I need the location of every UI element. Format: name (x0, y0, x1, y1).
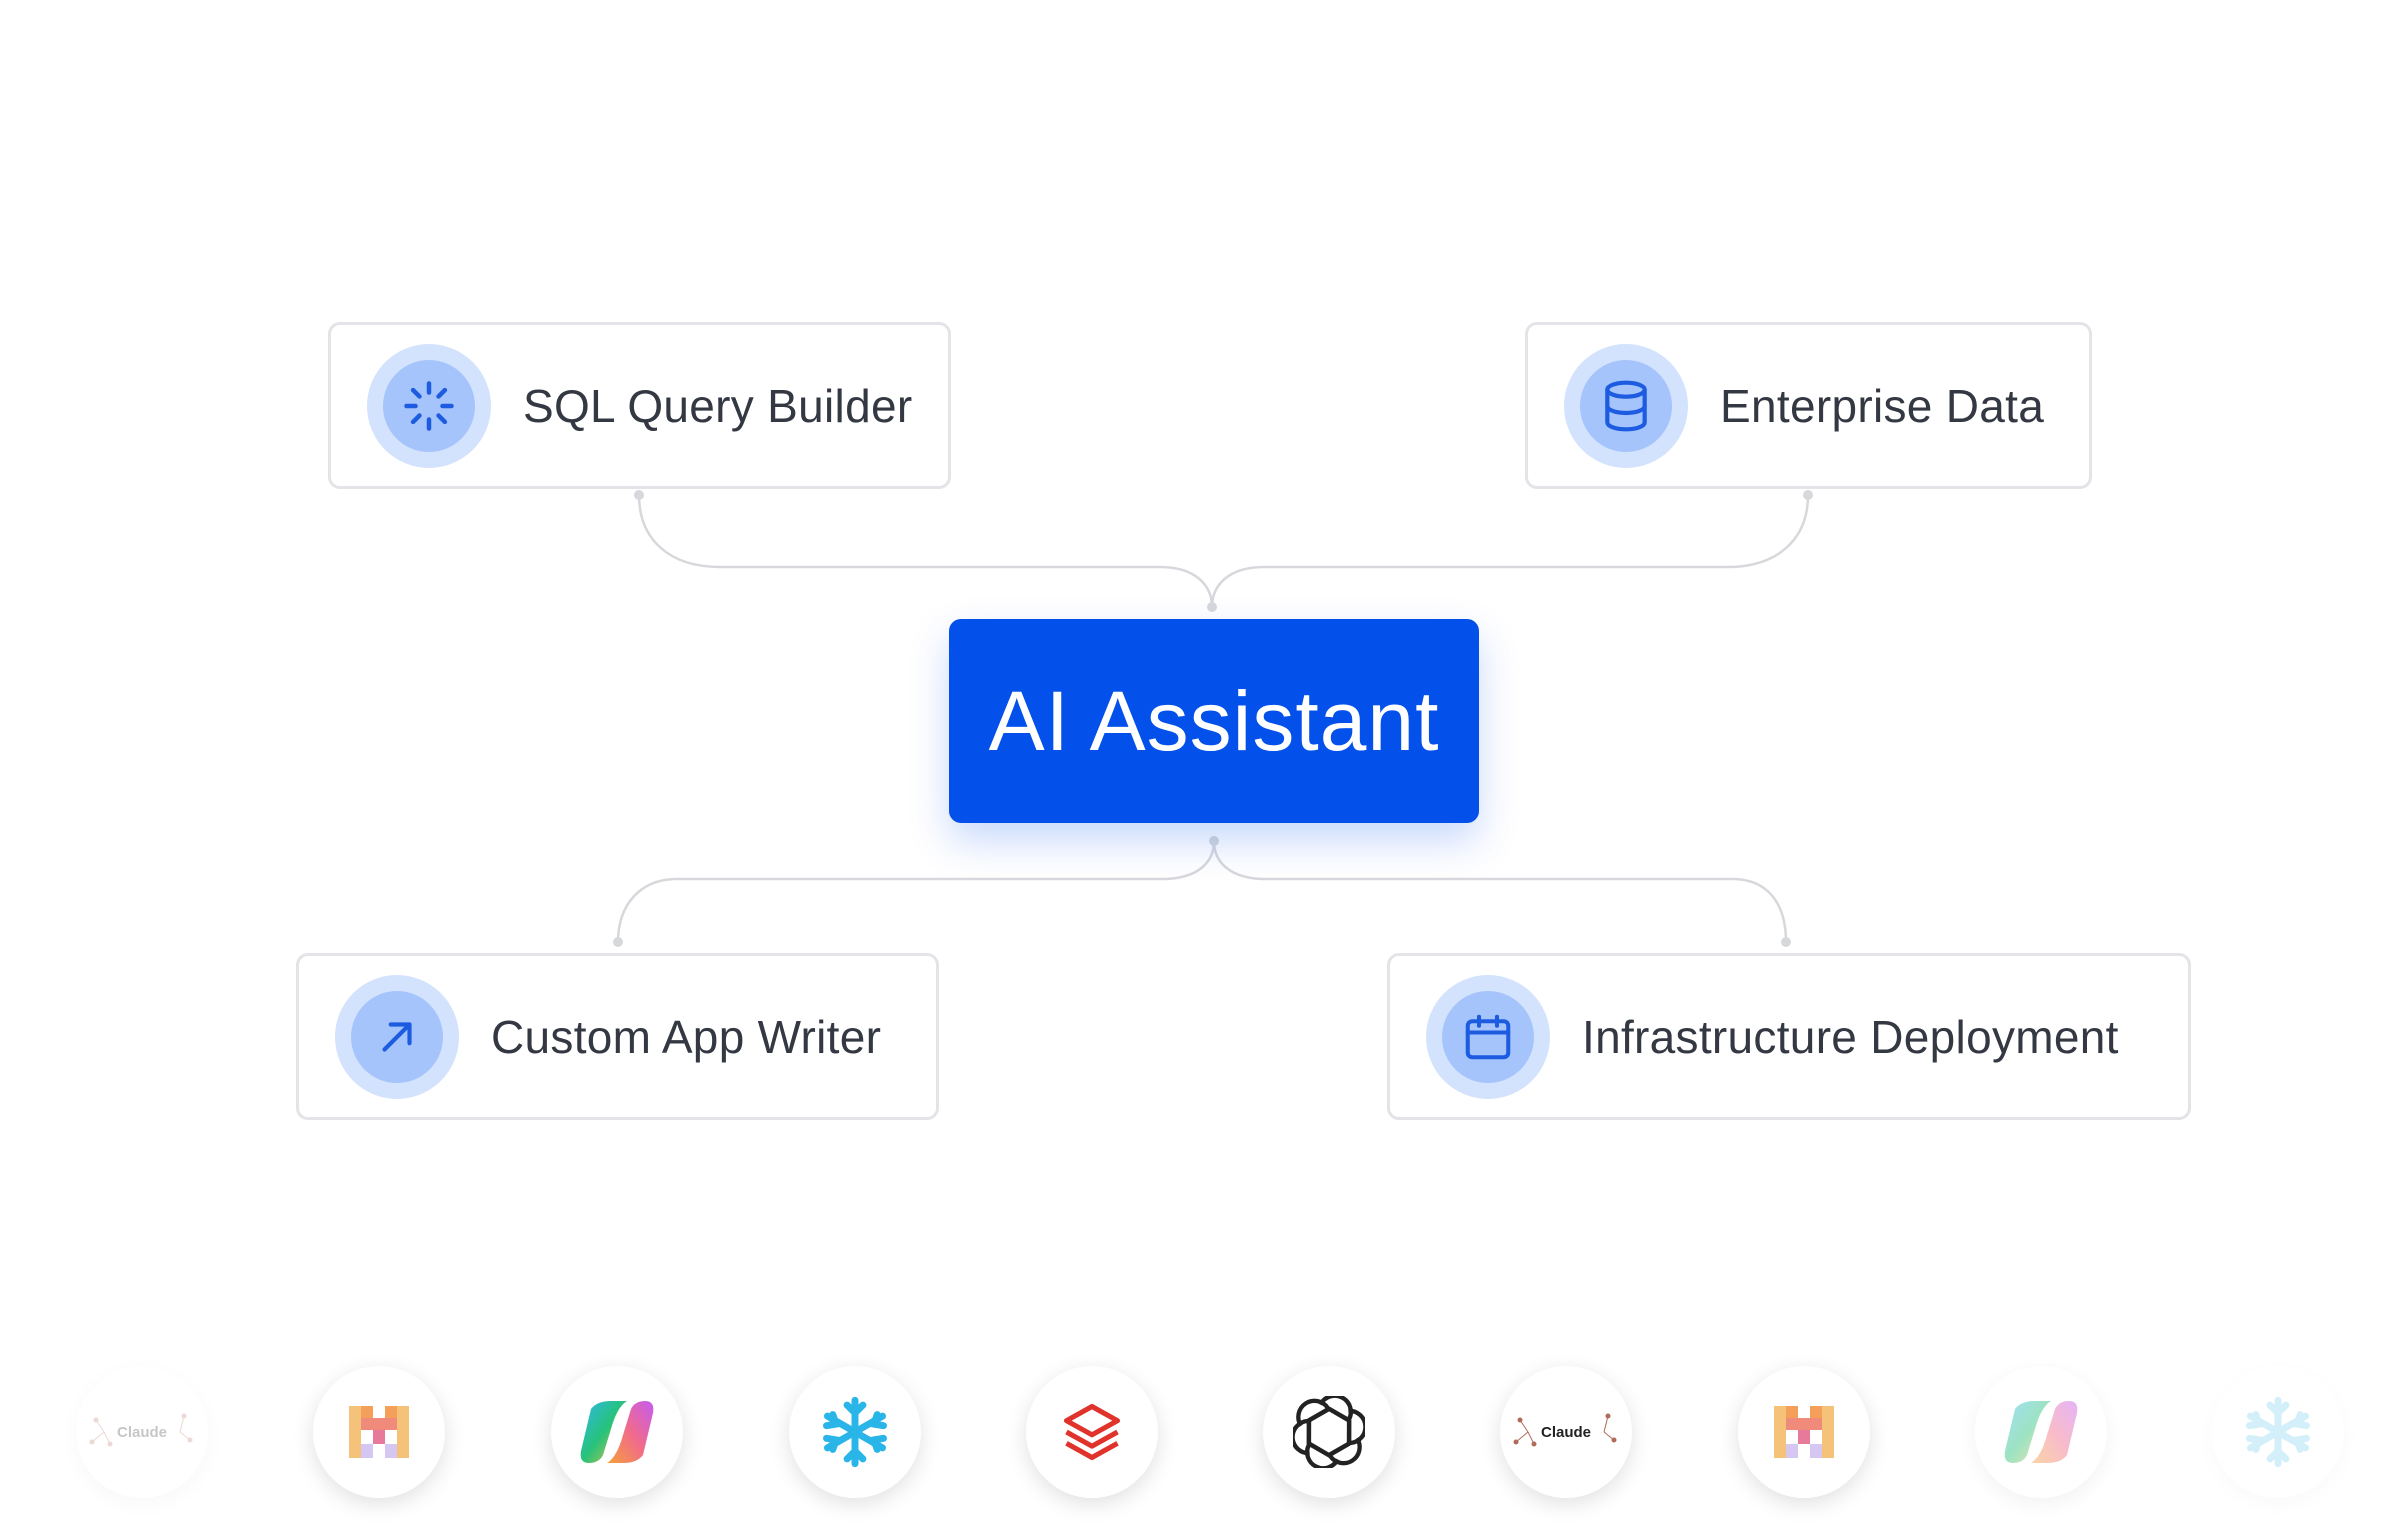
calendar-icon (1465, 1014, 1511, 1059)
copilot-logo (1975, 1366, 2107, 1498)
claude-logo-text: Claude (117, 1424, 167, 1441)
connector-dot (1209, 836, 1219, 846)
claude-logo: Claude (76, 1366, 208, 1498)
node-custom-app-writer[interactable]: Custom App Writer (296, 953, 939, 1120)
copilot-logo (551, 1366, 683, 1498)
node-label: Enterprise Data (1720, 379, 2045, 432)
mistral-logo (313, 1366, 445, 1498)
node-label: SQL Query Builder (523, 379, 913, 432)
icon-badge (1426, 974, 1550, 1099)
icon-badge (367, 343, 491, 468)
center-node-ai-assistant[interactable]: AI Assistant (949, 619, 1479, 823)
arrow-up-right-icon (382, 1021, 412, 1052)
database-icon (1605, 380, 1647, 431)
connector-sql (637, 494, 1214, 608)
snowflake-logo (2212, 1366, 2344, 1498)
node-sql-query-builder[interactable]: SQL Query Builder (328, 322, 951, 489)
icon-badge (335, 974, 459, 1099)
openai-logo (1263, 1366, 1395, 1498)
icon-badge (1564, 343, 1688, 468)
snowflake-logo (789, 1366, 921, 1498)
databricks-logo (1026, 1366, 1158, 1498)
loader-icon (404, 380, 454, 431)
connector-dot (1803, 490, 1813, 500)
mistral-logo (1738, 1366, 1870, 1498)
connector-dot (1207, 602, 1217, 612)
connector-infra (1212, 840, 1788, 943)
connector-dot (1781, 937, 1791, 947)
connector-dot (634, 490, 644, 500)
connector-custom (616, 840, 1216, 943)
node-infrastructure-deployment[interactable]: Infrastructure Deployment (1387, 953, 2191, 1120)
claude-logo-text: Claude (1541, 1424, 1591, 1441)
node-label: Infrastructure Deployment (1582, 1010, 2119, 1063)
center-label: AI Assistant (988, 673, 1440, 768)
node-enterprise-data[interactable]: Enterprise Data (1525, 322, 2092, 489)
connector-enterprise (1210, 494, 1810, 608)
claude-logo: Claude (1500, 1366, 1632, 1498)
node-label: Custom App Writer (491, 1010, 882, 1063)
connector-dot (613, 937, 623, 947)
